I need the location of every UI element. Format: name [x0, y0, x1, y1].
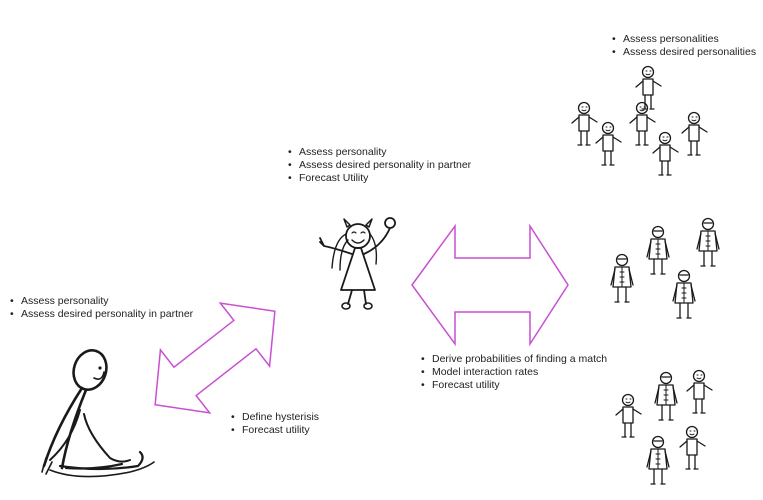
list-item: Assess personalities [612, 33, 756, 46]
list-lower-left-mid: Define hysterisis Forecast utility [231, 411, 319, 437]
list-lower-mid: Derive probabilities of finding a match … [421, 353, 607, 392]
list-center: Assess personality Assess desired person… [288, 146, 471, 185]
list-item: Define hysterisis [231, 411, 319, 424]
sitting-stick-figure-icon [41, 349, 155, 478]
group-stick-figures-icon [615, 369, 713, 485]
list-item: Forecast Utility [288, 172, 471, 185]
group-stick-figures-icon [610, 217, 720, 319]
list-item: Assess personality [10, 295, 193, 308]
list-top-right: Assess personalities Assess desired pers… [612, 33, 756, 59]
group-stick-figures-icon [571, 65, 708, 176]
list-item: Assess personality [288, 146, 471, 159]
list-item: Assess desired personality in partner [10, 308, 193, 321]
list-item: Forecast utility [421, 379, 607, 392]
list-item: Assess desired personalities [612, 46, 756, 59]
girl-stick-figure-icon [319, 217, 396, 310]
double-arrow-icon [411, 223, 569, 347]
double-arrow-icon [154, 302, 276, 414]
list-item: Forecast utility [231, 424, 319, 437]
list-item: Derive probabilities of finding a match [421, 353, 607, 366]
list-item: Assess desired personality in partner [288, 159, 471, 172]
list-item: Model interaction rates [421, 366, 607, 379]
list-left: Assess personality Assess desired person… [10, 295, 193, 321]
